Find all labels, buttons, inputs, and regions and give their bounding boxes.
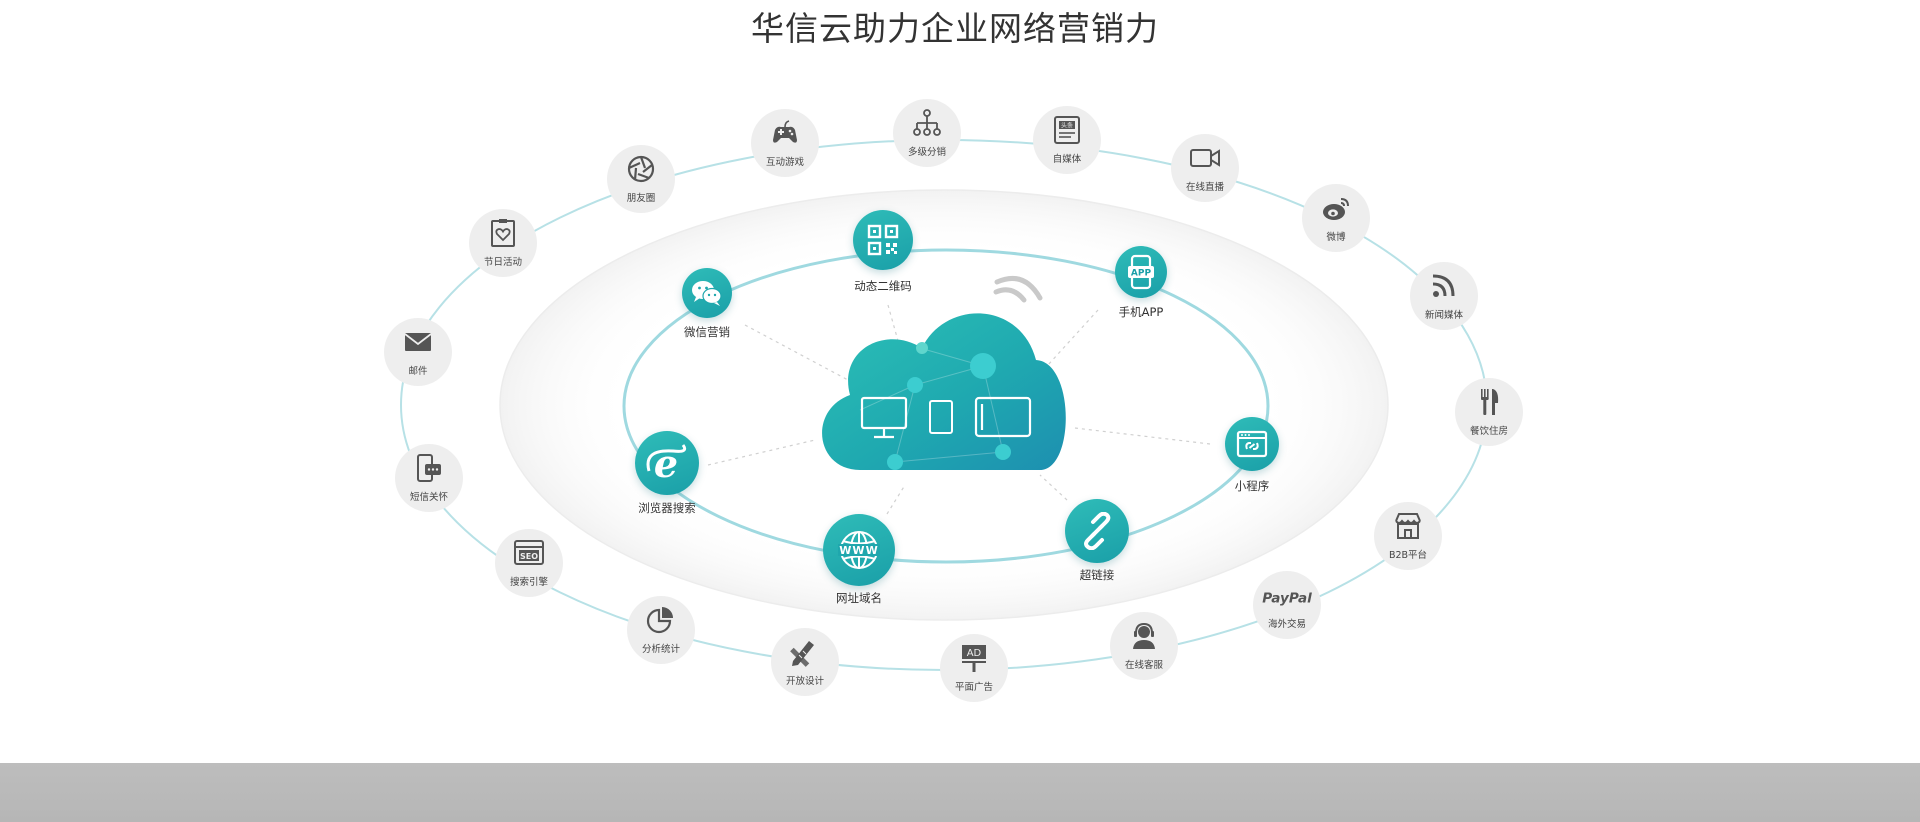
customer-service-icon <box>1128 621 1160 651</box>
store-icon <box>1392 511 1424 541</box>
outer-node-label: 节日活动 <box>483 257 522 268</box>
design-tools-icon <box>789 637 821 667</box>
qr-code-icon <box>853 210 913 270</box>
outer-node-billboard[interactable]: AD 平面广告 <box>940 634 1008 702</box>
seo-icon: SEO <box>513 538 545 568</box>
svg-text:e: e <box>654 441 678 485</box>
outer-node-holiday-card[interactable]: 节日活动 <box>469 209 537 277</box>
outer-node-aperture[interactable]: 朋友圈 <box>607 145 675 213</box>
rss-icon <box>1428 271 1460 301</box>
mail-icon <box>402 327 434 357</box>
outer-node-headline-news[interactable]: 头条自媒体 <box>1033 106 1101 174</box>
wechat-icon <box>682 268 732 318</box>
outer-node-video-camera[interactable]: 在线直播 <box>1171 134 1239 202</box>
holiday-card-icon <box>487 218 519 248</box>
outer-node-customer-service[interactable]: 在线客服 <box>1110 612 1178 680</box>
footer-band <box>0 763 1920 822</box>
svg-text:PayPal: PayPal <box>1262 591 1312 607</box>
www-globe-icon: WWW <box>823 514 895 586</box>
outer-node-label: 朋友圈 <box>626 193 656 204</box>
svg-text:WWW: WWW <box>839 544 878 557</box>
sms-phone-icon <box>413 453 445 483</box>
video-camera-icon <box>1189 143 1221 173</box>
outer-node-label: 在线客服 <box>1124 660 1163 671</box>
cloud-illustration <box>822 313 1066 470</box>
outer-node-label: 新闻媒体 <box>1424 310 1463 321</box>
svg-text:AD: AD <box>967 648 982 659</box>
inner-node-label: 手机APP <box>1118 305 1164 319</box>
inner-node-label: 浏览器搜索 <box>638 501 696 515</box>
outer-node-label: 搜索引擎 <box>509 577 548 588</box>
browser-ie-icon: e <box>635 431 699 495</box>
outer-node-label: B2B平台 <box>1388 550 1428 561</box>
outer-node-pie-chart[interactable]: 分析统计 <box>627 596 695 664</box>
outer-node-hierarchy[interactable]: 多级分销 <box>893 99 961 167</box>
inner-node-label: 动态二维码 <box>854 279 912 293</box>
outer-node-fork-knife[interactable]: 餐饮住房 <box>1455 378 1523 446</box>
outer-node-label: 互动游戏 <box>765 157 804 168</box>
outer-node-label: 开放设计 <box>785 676 824 687</box>
tablet-icon <box>974 396 1032 438</box>
headline-news-icon: 头条 <box>1051 115 1083 145</box>
mini-program-icon <box>1225 417 1279 471</box>
link-icon <box>1065 499 1129 563</box>
outer-node-label: 自媒体 <box>1052 154 1082 165</box>
monitor-icon <box>860 396 908 439</box>
fork-knife-icon <box>1473 387 1505 417</box>
outer-node-weibo[interactable]: 微博 <box>1302 184 1370 252</box>
outer-node-label: 短信关怀 <box>409 492 448 503</box>
weibo-icon <box>1320 193 1352 223</box>
svg-text:APP: APP <box>1131 269 1152 279</box>
inner-orbit-ring <box>622 248 1270 564</box>
paypal-icon: PayPal <box>1258 583 1316 613</box>
outer-node-gamepad[interactable]: 互动游戏 <box>751 109 819 177</box>
outer-node-label: 平面广告 <box>954 682 993 693</box>
outer-node-paypal[interactable]: PayPal 海外交易 <box>1253 571 1321 639</box>
outer-node-mail[interactable]: 邮件 <box>384 318 452 386</box>
mobile-app-icon: APP <box>1115 246 1167 298</box>
page-title: 华信云助力企业网络营销力 <box>751 9 1159 48</box>
svg-text:SEO: SEO <box>520 552 538 561</box>
outer-node-label: 海外交易 <box>1267 619 1306 630</box>
phone-icon <box>929 400 953 434</box>
svg-text:头条: 头条 <box>1061 122 1073 130</box>
outer-node-label: 分析统计 <box>641 644 680 655</box>
outer-node-label: 餐饮住房 <box>1469 426 1508 437</box>
outer-node-store[interactable]: B2B平台 <box>1374 502 1442 570</box>
gamepad-icon <box>769 118 801 148</box>
inner-node-label: 微信营销 <box>684 325 730 339</box>
outer-node-seo[interactable]: SEO 搜索引擎 <box>495 529 563 597</box>
wifi-signal-icon <box>993 276 1043 303</box>
billboard-icon: AD <box>958 643 990 673</box>
inner-node-label: 网址域名 <box>836 591 882 605</box>
hierarchy-icon <box>911 108 943 138</box>
outer-node-label: 邮件 <box>408 366 428 377</box>
outer-node-label: 多级分销 <box>907 147 946 158</box>
outer-node-design-tools[interactable]: 开放设计 <box>771 628 839 696</box>
inner-node-label: 小程序 <box>1234 479 1270 493</box>
outer-node-label: 微博 <box>1326 232 1346 243</box>
outer-node-sms-phone[interactable]: 短信关怀 <box>395 444 463 512</box>
outer-node-rss[interactable]: 新闻媒体 <box>1410 262 1478 330</box>
aperture-icon <box>625 154 657 184</box>
pie-chart-icon <box>645 605 677 635</box>
inner-node-label: 超链接 <box>1079 568 1115 582</box>
outer-node-label: 在线直播 <box>1185 182 1224 193</box>
